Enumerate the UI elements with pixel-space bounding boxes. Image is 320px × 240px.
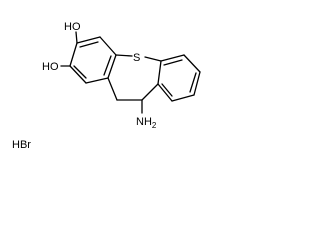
chemical-structure-diagram: HO HO S NH2 HBr: [12, 21, 201, 151]
atom-labels: HO HO S NH2 HBr: [12, 21, 157, 151]
bond-c3-s: [115, 54, 133, 57]
sulfur-label: S: [133, 52, 140, 64]
bond-c5-c6: [69, 65, 87, 84]
double-bond-c7-c8: [163, 59, 183, 66]
double-bond-c11-c12: [161, 83, 173, 97]
hydroxyl-left-label: HO: [42, 61, 59, 73]
double-bond-c3-c4: [103, 55, 112, 76]
amino-label-subscript: 2: [152, 121, 157, 130]
bond-c3-c4: [107, 54, 117, 79]
bond-lines: [60, 31, 201, 114]
bond-c1-c2: [76, 36, 101, 44]
bond-ch-c12: [141, 83, 159, 101]
double-bond-c9-c10: [189, 72, 197, 93]
bond-c6-c1: [69, 42, 78, 67]
salt-label: HBr: [12, 139, 31, 151]
bond-s-c7: [144, 56, 162, 62]
hydroxyl-top-label: HO: [64, 21, 81, 33]
double-bond-c5-c6: [73, 65, 87, 79]
bond-c8-c9: [183, 54, 201, 73]
bond-c2-c3: [99, 36, 117, 56]
bond-c7-c8: [160, 54, 185, 62]
bond-c1-oh-top: [75, 31, 78, 44]
bond-c11-c12: [157, 83, 173, 102]
bond-c12-c7: [157, 60, 162, 85]
amino-label: NH2: [136, 116, 157, 130]
bond-c4-ch2: [107, 77, 118, 101]
bond-c10-c11: [171, 94, 195, 102]
bond-c4-c5: [85, 77, 109, 84]
amino-label-main: NH: [136, 116, 152, 128]
double-bond-c1-c2: [79, 41, 99, 48]
bond-c9-c10: [193, 71, 201, 96]
